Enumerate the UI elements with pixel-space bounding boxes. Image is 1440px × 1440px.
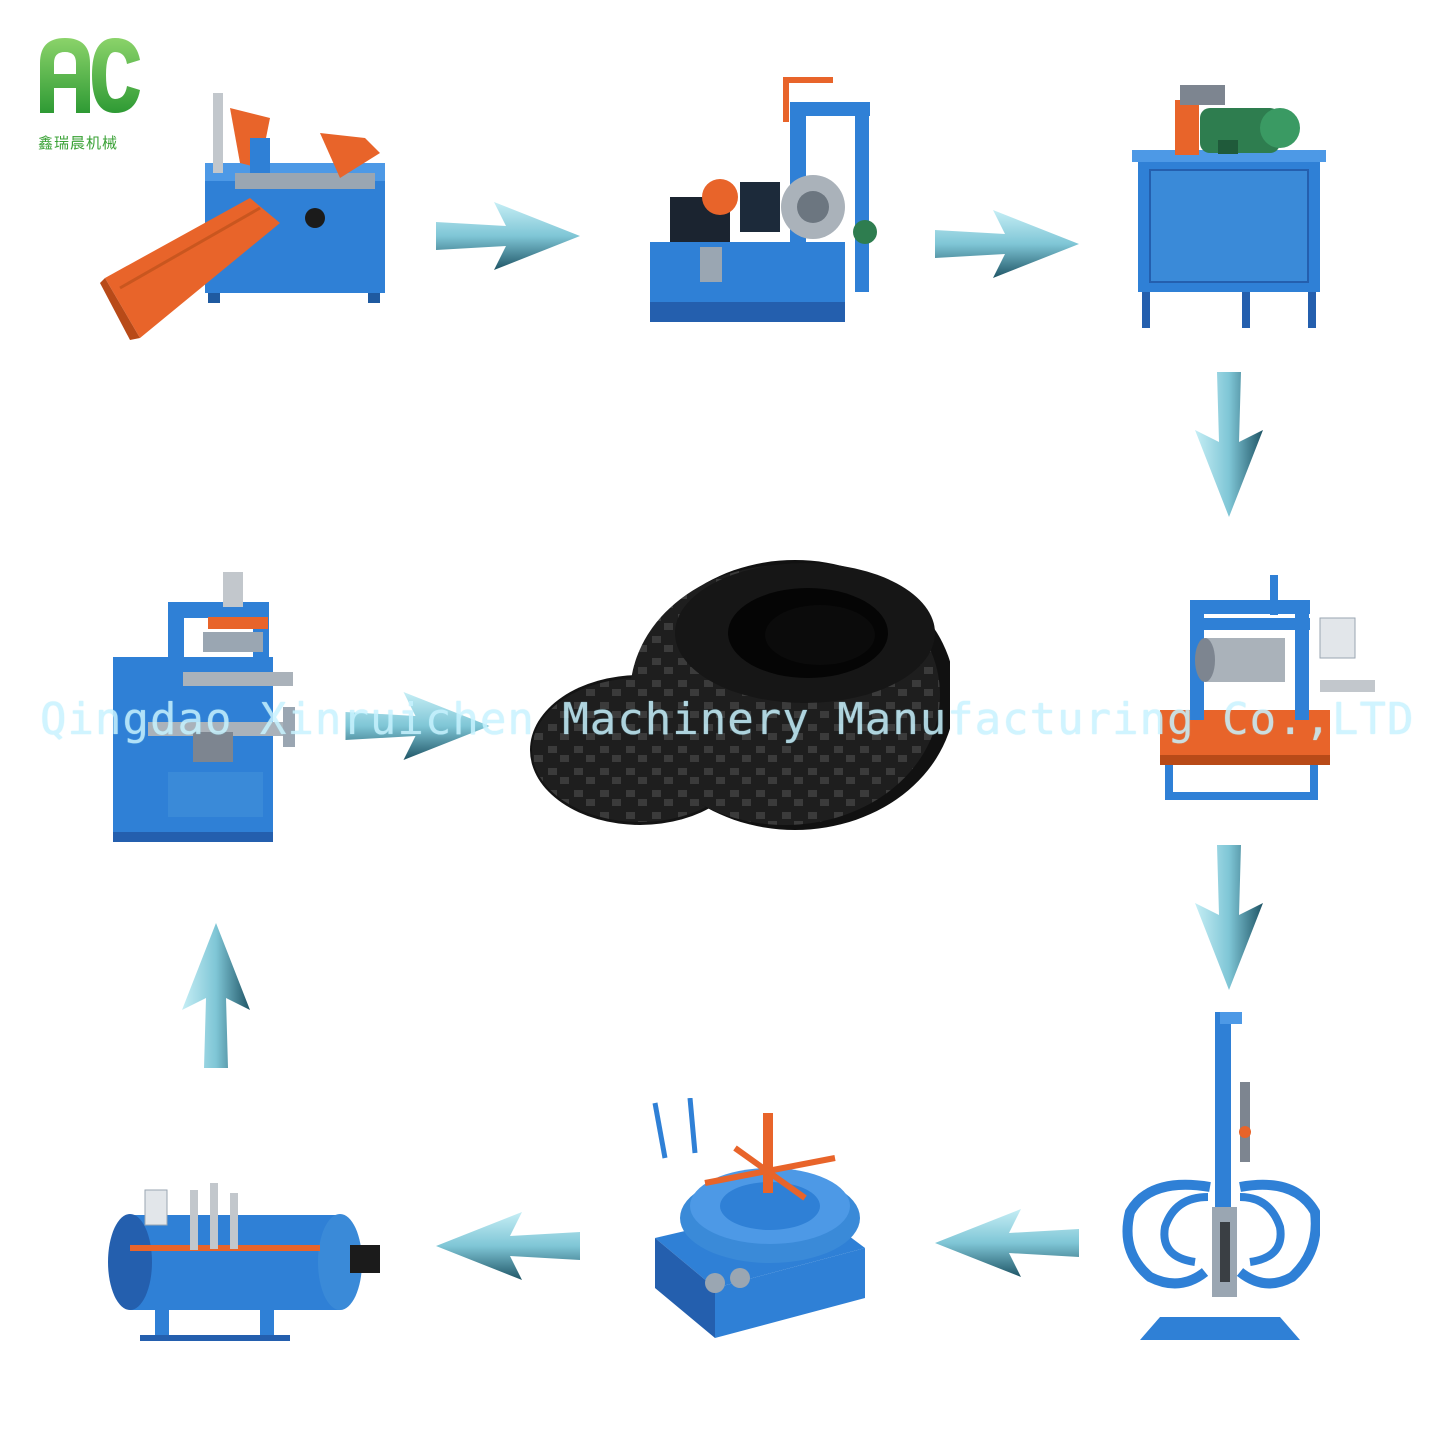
tire-wire-drawing-machine-icon (100, 93, 385, 340)
flow-arrow-left-icon (935, 1209, 1079, 1277)
flow-arrow-right-icon (345, 692, 490, 760)
company-watermark: Qingdao Xinruichen Machinery Manufacturi… (40, 694, 1415, 745)
tread-press-machine-icon (113, 572, 295, 842)
flow-arrow-down-icon (1195, 372, 1263, 517)
flow-arrow-up-icon (182, 923, 250, 1068)
tire-spreader-machine-icon (1122, 1012, 1320, 1340)
tire-product-icon (530, 560, 950, 830)
flow-arrow-right-icon (935, 210, 1079, 278)
company-logo (40, 38, 140, 113)
flow-arrow-left-icon (436, 1212, 580, 1280)
motor-cabinet-machine-icon (1132, 85, 1326, 328)
flow-arrow-right-icon (436, 202, 580, 270)
curing-chamber-autoclave-icon (108, 1183, 380, 1341)
flow-arrow-down-icon (1195, 845, 1263, 990)
tire-ring-cutter-machine-icon (650, 77, 877, 322)
tire-buffing-machine-icon (1160, 575, 1375, 800)
logo-subtitle: 鑫瑞晨机械 (38, 134, 119, 152)
rim-curing-machine-icon (652, 1098, 865, 1338)
